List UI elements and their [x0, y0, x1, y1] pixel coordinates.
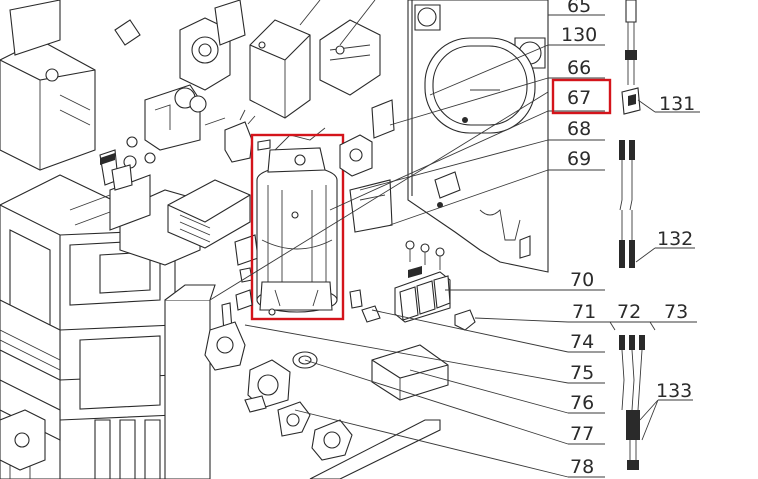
callout-71: 71 — [572, 301, 596, 323]
small-parts-drawing — [99, 0, 271, 283]
label-67-highlight-box — [551, 78, 612, 115]
bottom-parts-drawing — [204, 321, 449, 479]
callout-70: 70 — [570, 269, 594, 291]
back-panel-drawing — [407, 0, 549, 273]
callout-76: 76 — [570, 392, 594, 414]
leader-lines — [209, 0, 700, 478]
callout-72: 72 — [617, 301, 641, 323]
boiler-highlight-box — [250, 133, 345, 321]
callout-68: 68 — [567, 118, 591, 140]
callout-74: 74 — [570, 331, 594, 353]
callout-69: 69 — [567, 148, 591, 170]
callout-133: 133 — [656, 380, 692, 402]
callout-131: 131 — [659, 93, 695, 115]
boiler-drawing — [256, 127, 338, 316]
pump-drawing — [339, 99, 395, 233]
callout-78: 78 — [570, 456, 594, 478]
callout-132: 132 — [657, 228, 693, 250]
machine-frame-drawing — [0, 0, 216, 479]
callout-77: 77 — [570, 423, 594, 445]
callout-75: 75 — [570, 362, 594, 384]
callout-66: 66 — [567, 57, 591, 79]
cable-harness-drawing — [619, 0, 645, 470]
callout-130: 130 — [561, 24, 597, 46]
control-board-drawing — [249, 19, 381, 119]
callout-67: 67 — [567, 87, 591, 109]
callout-65: 65 — [567, 0, 591, 17]
solenoid-valves-drawing — [221, 240, 476, 333]
callout-labels: 65 130 66 67 68 69 131 132 70 71 72 73 7… — [561, 0, 695, 478]
callout-73: 73 — [664, 301, 688, 323]
